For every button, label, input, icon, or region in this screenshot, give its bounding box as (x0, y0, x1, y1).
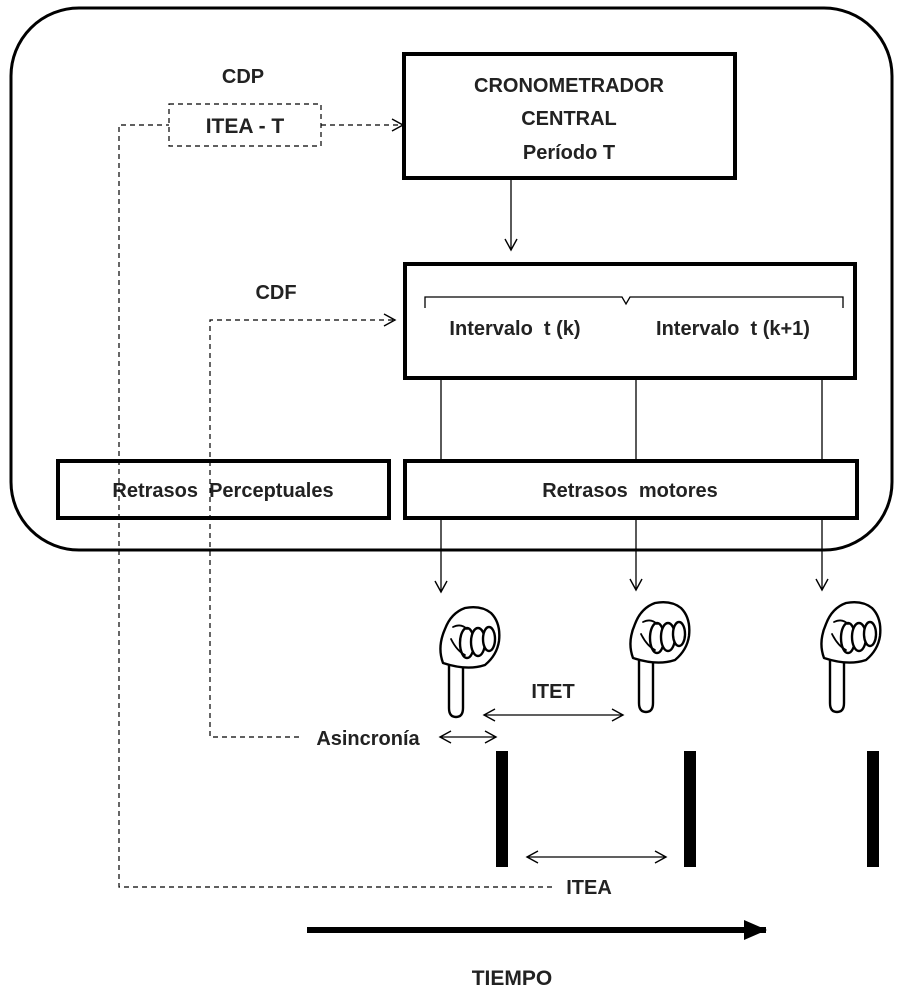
asynchrony-label: Asincronía (316, 728, 420, 750)
pointing-hand-icon (439, 605, 501, 719)
itet-label: ITET (531, 681, 574, 703)
pointing-hand-icon (820, 600, 882, 714)
perceptual-delays-box (56, 459, 391, 520)
time-axis-label: TIEMPO (472, 967, 553, 990)
interval-k-bracket (424, 296, 844, 308)
timekeeper-line-2: CENTRAL (521, 108, 617, 130)
intervals-box (403, 262, 857, 380)
cdf-feedback-loop (209, 313, 397, 738)
cdf-label: CDF (255, 282, 296, 304)
tap-event-bar (496, 751, 508, 867)
interval-k1-label: Intervalo t (k+1) (656, 318, 810, 340)
interval-k-label: Intervalo t (k) (449, 318, 580, 340)
pointing-hand-icon (629, 600, 691, 714)
motor-delays-box (403, 459, 859, 520)
itea-label: ITEA (566, 877, 612, 899)
cdp-feedback-loop (118, 124, 552, 888)
tap-event-bar (867, 751, 879, 867)
cdp-label: CDP (222, 66, 264, 88)
timekeeper-line-3: Período T (523, 142, 615, 164)
timekeeper-line-1: CRONOMETRADOR (474, 75, 665, 97)
itea-t-label: ITEA - T (206, 115, 285, 138)
tap-event-bar (684, 751, 696, 867)
perceptual-delays-label: Retrasos Perceptuales (112, 480, 333, 502)
system-frame (9, 6, 894, 552)
motor-delays-label: Retrasos motores (542, 480, 718, 502)
central-timekeeper-box (402, 52, 737, 180)
